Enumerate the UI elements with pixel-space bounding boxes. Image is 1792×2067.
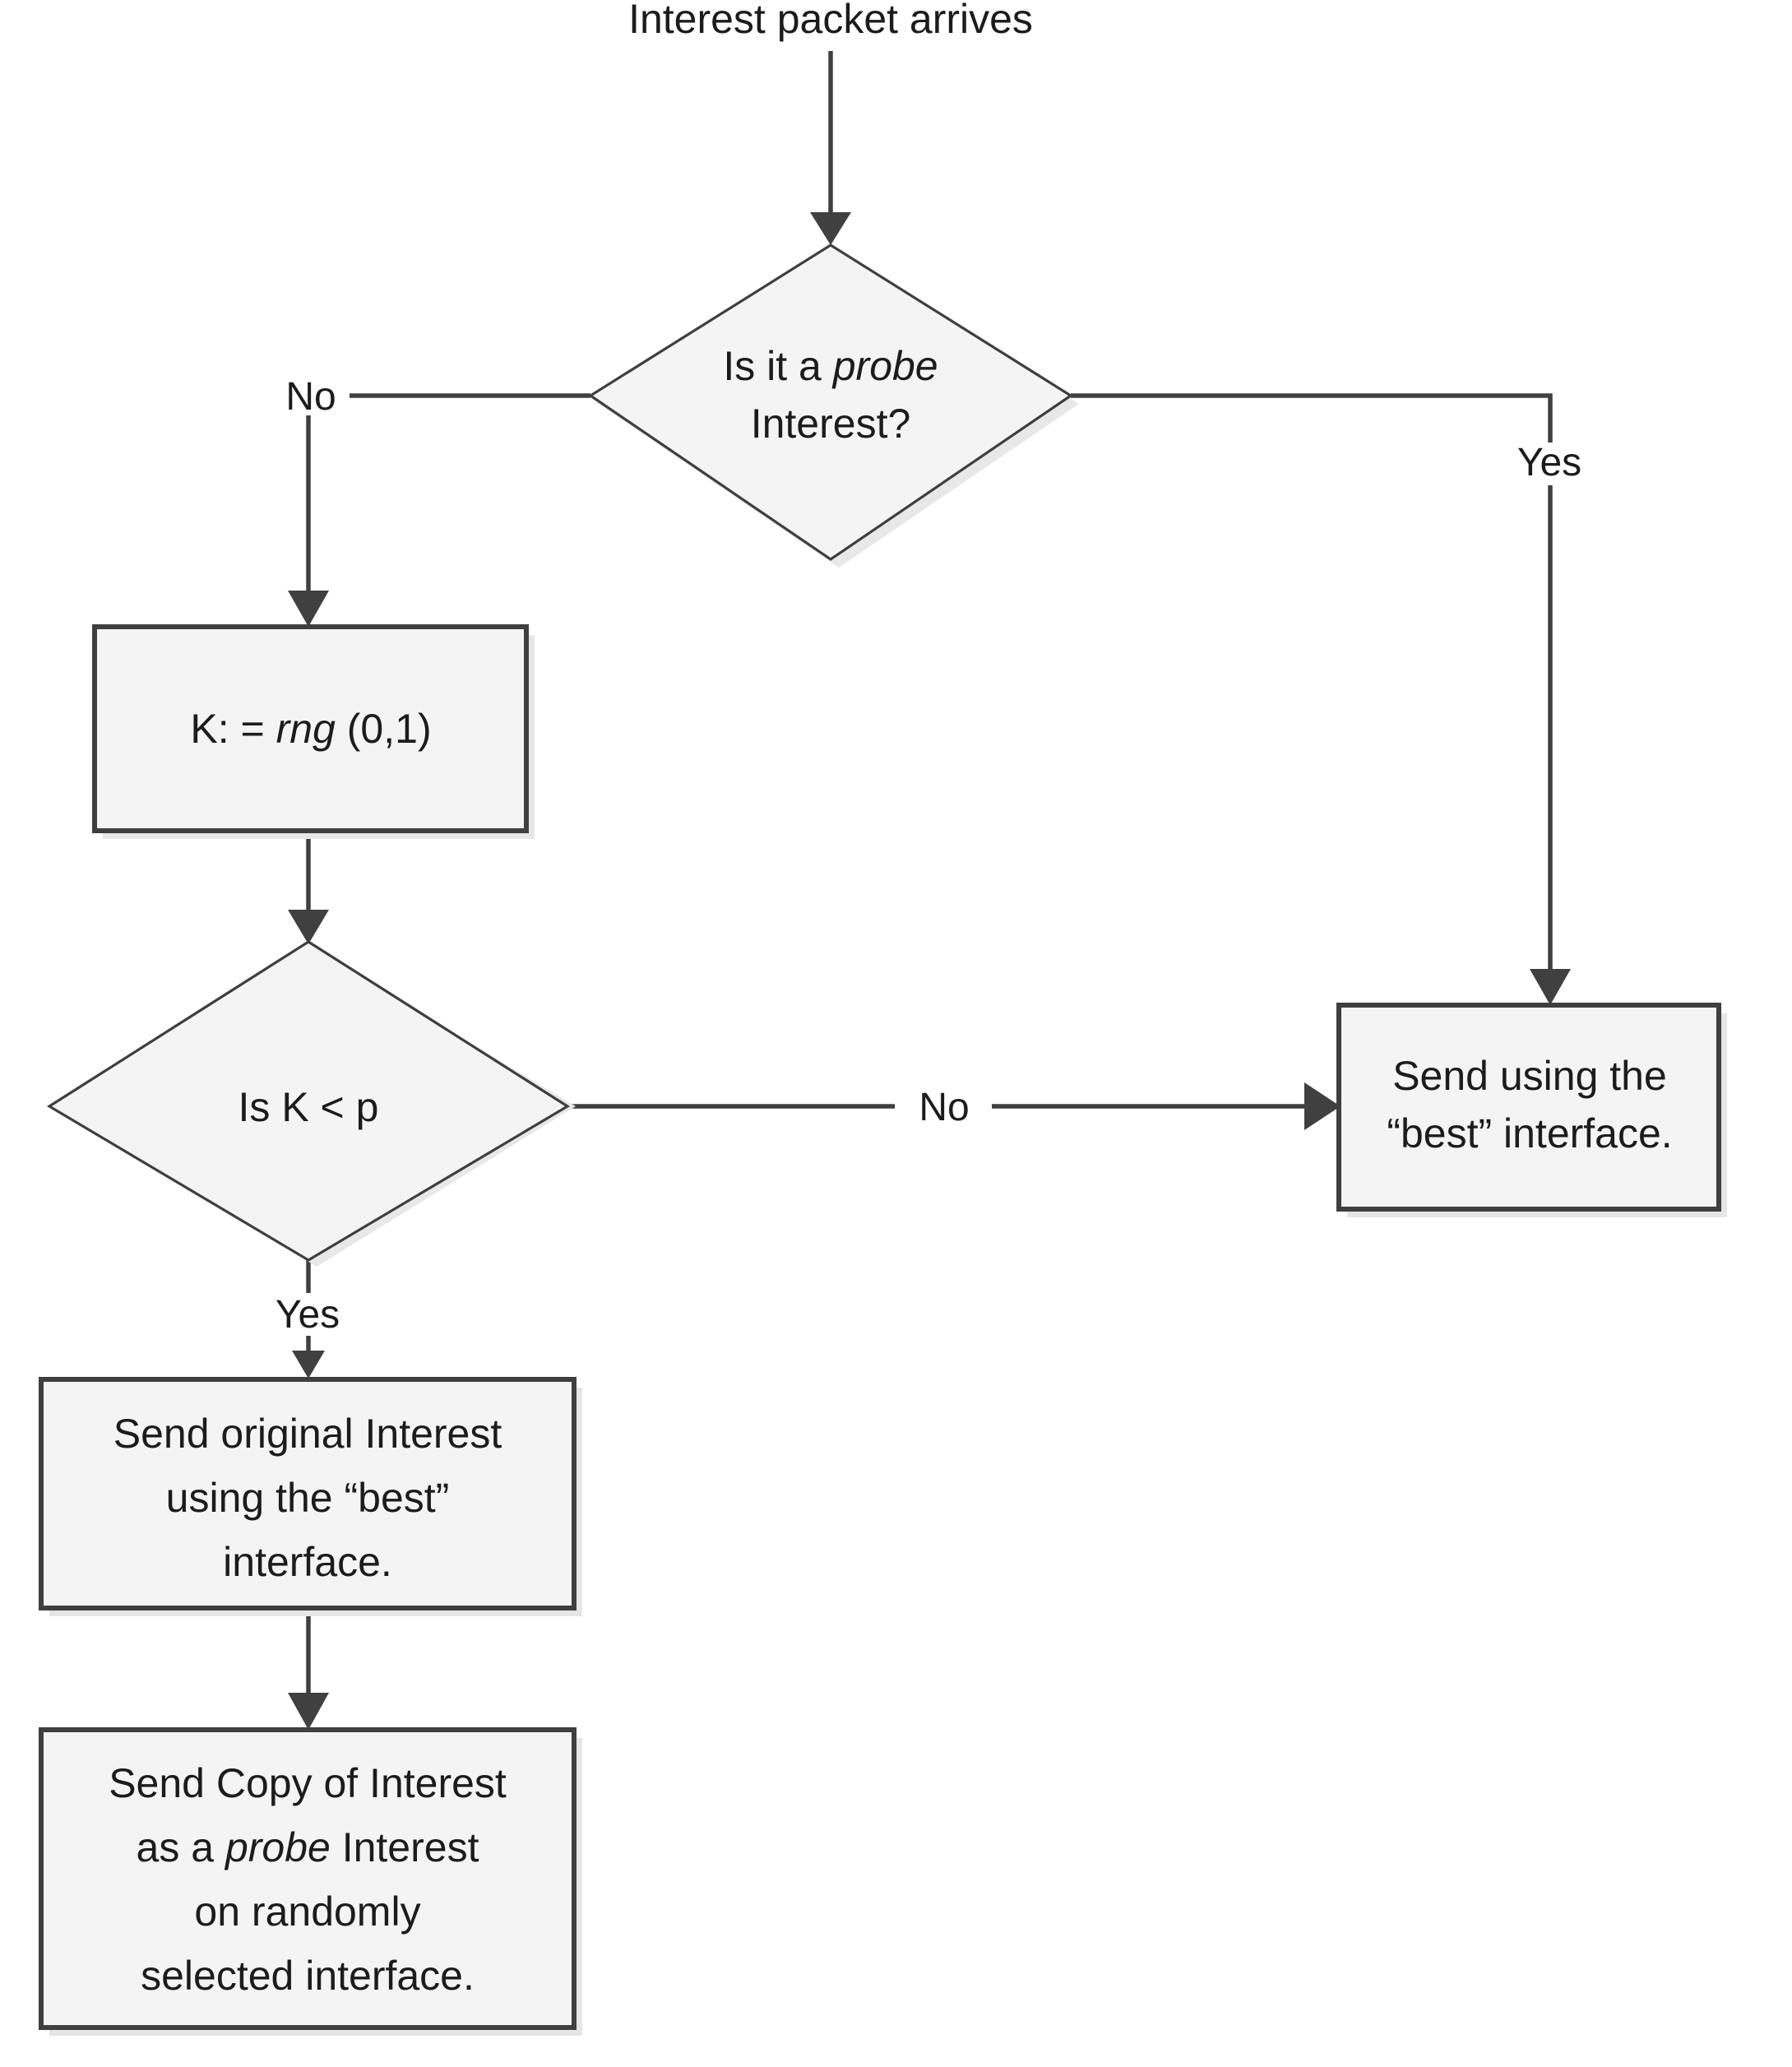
edge-label-probe-no-top: No <box>285 375 336 419</box>
send-copy-line3: on randomly <box>194 1889 420 1935</box>
start-label: Interest packet arrives <box>628 0 1033 42</box>
edge-original-to-copy <box>288 1610 329 1730</box>
label-mask-probe-yes <box>1513 443 1589 485</box>
decision-probe-line1-pre: Is it a <box>723 343 832 389</box>
send-copy-line2: as a probe Interest <box>137 1824 479 1870</box>
decision-probe-line1-italic: probe <box>831 343 938 389</box>
edge-label-k-yes-top: Yes <box>276 1293 340 1337</box>
decision-probe-line1: Is it a probe <box>723 343 938 389</box>
process-rng-text: K: = rng (0,1) <box>190 706 431 752</box>
process-send-using-best-interface[interactable] <box>1336 1003 1727 1217</box>
decision-is-k-less-than-p[interactable] <box>46 940 576 1267</box>
decision-probe-line2: Interest? <box>751 401 911 447</box>
send-copy-line2-post: Interest <box>331 1824 479 1870</box>
send-original-line3: interface. <box>223 1539 392 1585</box>
send-best-line1: Send using the <box>1392 1053 1667 1099</box>
process-send-original-interest[interactable] <box>39 1377 582 1616</box>
label-mask-k-yes <box>271 1293 347 1336</box>
process-k-assign-rng[interactable] <box>92 624 535 839</box>
edge-probe-no <box>288 393 590 627</box>
edge-start-to-probe <box>810 51 851 245</box>
process-rng-post: (0,1) <box>336 706 432 752</box>
edge-rng-to-decision-k <box>288 832 329 944</box>
process-send-copy-probe-interest[interactable] <box>39 1727 582 2036</box>
send-copy-line2-italic: probe <box>224 1824 331 1870</box>
edge-label-k-no-top: No <box>919 1086 969 1129</box>
send-best-line2: “best” interface. <box>1387 1110 1672 1156</box>
send-copy-line2-pre: as a <box>137 1824 225 1870</box>
label-mask-k-no <box>895 1084 992 1130</box>
process-rng-pre: K: = <box>190 706 276 752</box>
send-original-line2: using the “best” <box>166 1475 450 1521</box>
send-copy-line4: selected interface. <box>141 1953 475 1999</box>
edge-label-probe-yes-top: Yes <box>1517 441 1581 484</box>
decision-k-text: Is K < p <box>238 1084 379 1130</box>
process-rng-italic: rng <box>276 706 336 752</box>
send-copy-line1: Send Copy of Interest <box>109 1760 507 1806</box>
label-mask-probe-no <box>276 374 350 415</box>
decision-is-probe-interest[interactable] <box>588 243 1079 568</box>
send-original-line1: Send original Interest <box>113 1411 502 1457</box>
edge-probe-yes <box>1071 393 1571 1005</box>
